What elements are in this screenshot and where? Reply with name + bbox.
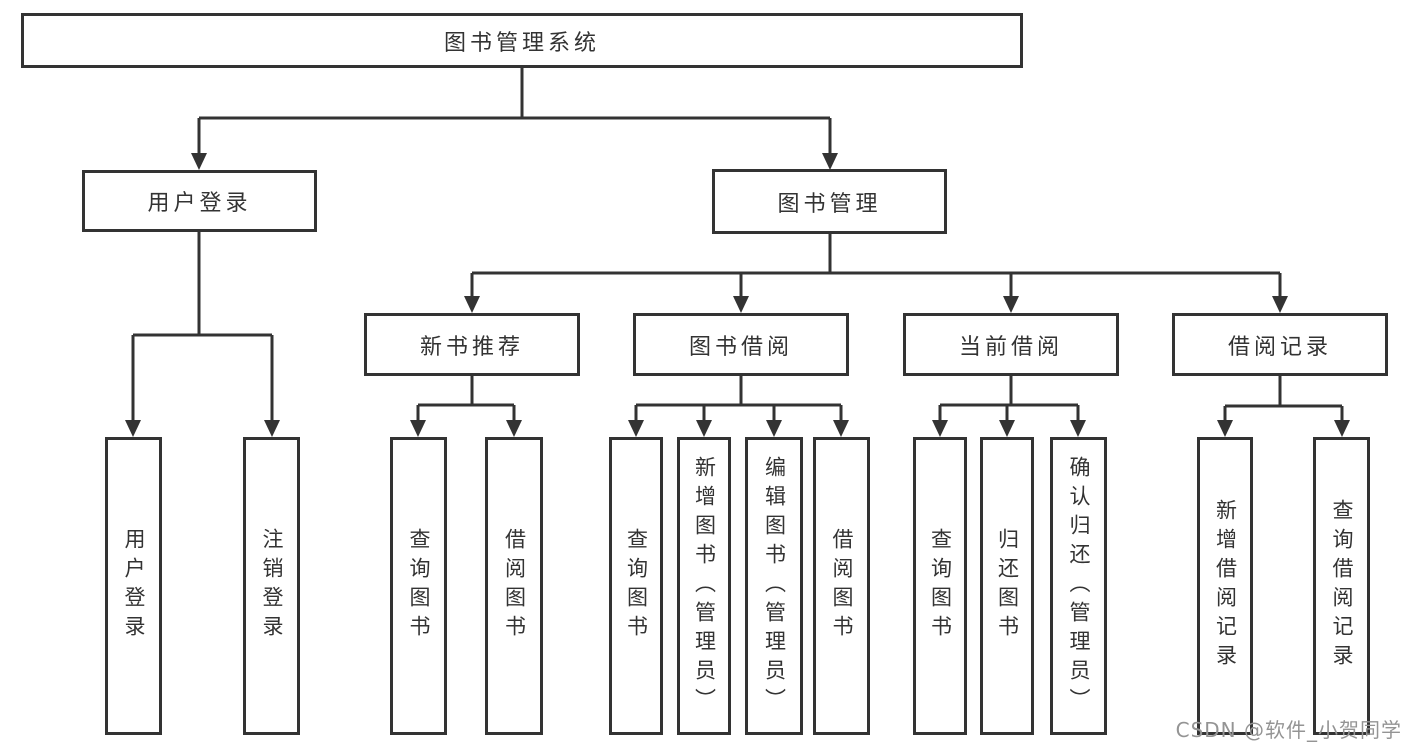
node-label: 查询图书 <box>407 528 431 644</box>
leaf-records-query-record: 查询借阅记录 <box>1313 437 1370 735</box>
node-label: 新增借阅记录 <box>1213 499 1238 673</box>
leaf-new-books-borrow-books: 借阅图书 <box>485 437 543 735</box>
arrowhead-down-icon <box>766 420 782 437</box>
node-book-management: 图书管理 <box>712 169 947 234</box>
leaf-current-confirm-return-admin: 确认归还（管理员） <box>1050 437 1107 735</box>
leaf-logout: 注销登录 <box>243 437 300 735</box>
node-label: 图书借阅 <box>688 334 793 360</box>
node-book-borrow: 图书借阅 <box>633 313 849 376</box>
node-label: 图书管理系统 <box>443 30 600 56</box>
arrowhead-down-icon <box>833 420 849 437</box>
arrowhead-down-icon <box>696 420 712 437</box>
node-label: 查询图书 <box>928 528 953 644</box>
leaf-borrow-add-books-admin: 新增图书（管理员） <box>677 437 731 735</box>
node-label: 确认归还（管理员） <box>1067 455 1091 717</box>
leaf-borrow-borrow-books: 借阅图书 <box>813 437 870 735</box>
node-label: 借阅图书 <box>502 528 527 644</box>
connector-root-to-level2 <box>197 68 832 155</box>
leaf-borrow-query-books: 查询图书 <box>609 437 663 735</box>
arrowhead-down-icon <box>264 420 280 437</box>
node-label: 注销登录 <box>260 528 284 644</box>
arrowhead-down-icon <box>1272 296 1288 313</box>
node-label: 图书管理 <box>777 191 882 217</box>
arrowhead-down-icon <box>464 296 480 313</box>
leaf-new-books-query-books: 查询图书 <box>390 437 447 735</box>
node-label: 借阅图书 <box>830 528 854 644</box>
leaf-current-query-books: 查询图书 <box>913 437 967 735</box>
node-label: 用户登录 <box>147 191 252 216</box>
connector-new-books-to-leaves <box>416 376 516 422</box>
node-label: 归还图书 <box>995 528 1020 644</box>
connector-borrow-records-to-leaves <box>1223 376 1344 422</box>
leaf-current-return-books: 归还图书 <box>980 437 1034 735</box>
arrowhead-down-icon <box>125 420 141 437</box>
arrowhead-down-icon <box>506 420 522 437</box>
arrowhead-down-icon <box>1070 420 1086 437</box>
arrowhead-down-icon <box>628 420 644 437</box>
csdn-watermark: CSDN @软件_小贺同学 <box>1175 718 1402 742</box>
arrowhead-down-icon <box>1217 420 1233 437</box>
connector-user-login-to-leaves <box>131 232 274 422</box>
arrowhead-down-icon <box>1003 296 1019 313</box>
leaf-borrow-edit-books-admin: 编辑图书（管理员） <box>745 437 803 735</box>
connector-book-borrow-to-leaves <box>634 376 843 422</box>
node-library-management-system: 图书管理系统 <box>21 13 1023 68</box>
arrowhead-down-icon <box>822 153 838 170</box>
arrowhead-down-icon <box>410 420 426 437</box>
node-label: 借阅记录 <box>1227 334 1332 360</box>
connector-current-borrow-to-leaves <box>938 376 1080 422</box>
leaf-records-add-record: 新增借阅记录 <box>1197 437 1253 735</box>
node-label: 查询借阅记录 <box>1330 499 1354 673</box>
connector-book-mgmt-to-level3 <box>470 234 1282 298</box>
arrowhead-down-icon <box>191 153 207 170</box>
arrowhead-down-icon <box>1334 420 1350 437</box>
node-label: 新增图书（管理员） <box>692 455 717 717</box>
arrowhead-down-icon <box>932 420 948 437</box>
node-borrow-records: 借阅记录 <box>1172 313 1388 376</box>
arrowhead-down-icon <box>733 296 749 313</box>
node-label: 用户登录 <box>122 528 146 644</box>
node-label: 查询图书 <box>624 528 649 644</box>
arrowhead-down-icon <box>999 420 1015 437</box>
node-label: 当前借阅 <box>958 334 1063 360</box>
node-label: 新书推荐 <box>419 334 524 360</box>
leaf-user-login: 用户登录 <box>105 437 162 735</box>
node-label: 编辑图书（管理员） <box>762 455 787 717</box>
node-new-book-recommend: 新书推荐 <box>364 313 580 376</box>
node-user-login: 用户登录 <box>82 170 317 232</box>
node-current-borrow: 当前借阅 <box>903 313 1119 376</box>
